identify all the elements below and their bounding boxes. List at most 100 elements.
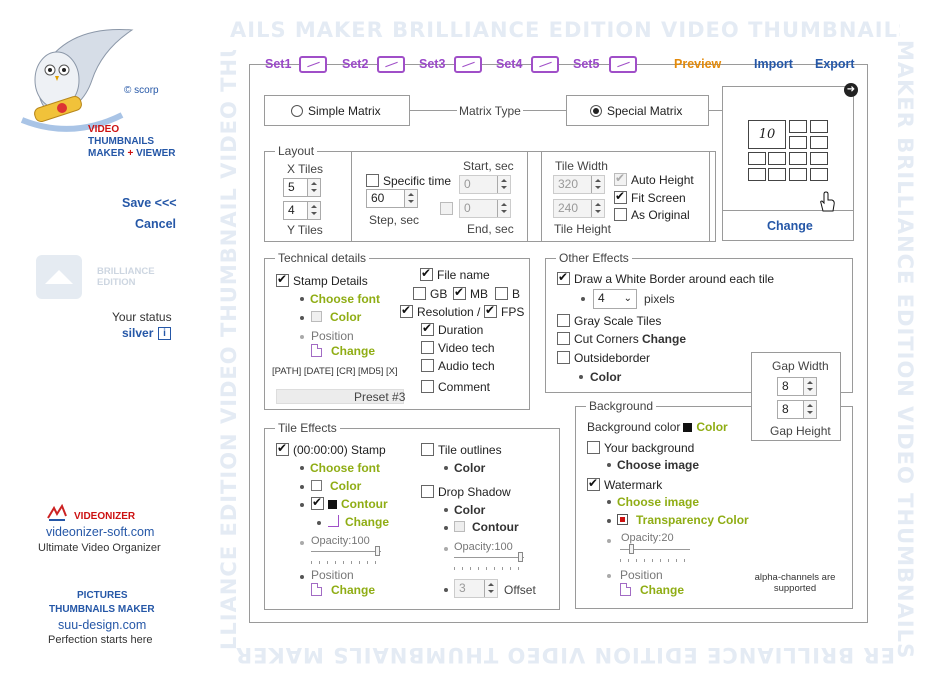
shadow-contour-row[interactable]: Contour <box>454 520 519 534</box>
b-checkbox[interactable] <box>495 287 508 300</box>
set4-thumb-icon[interactable] <box>531 56 559 73</box>
fps-row[interactable]: FPS <box>484 303 524 319</box>
gap-height-arrows-icon[interactable] <box>803 401 816 418</box>
bg-color-swatch[interactable] <box>683 423 693 432</box>
status-info-icon[interactable]: i <box>158 327 171 340</box>
x-tiles-arrows-icon[interactable] <box>307 179 320 196</box>
stamp-details-checkbox[interactable] <box>276 272 289 287</box>
special-matrix-option[interactable]: Special Matrix <box>566 95 709 126</box>
video-tech-row[interactable]: Video tech <box>421 341 495 355</box>
set2-thumb-icon[interactable] <box>377 56 405 73</box>
cut-corners-row[interactable]: Cut Corners <box>557 332 639 346</box>
end-arrows-icon[interactable] <box>497 200 510 217</box>
tab-set4[interactable]: Set4 <box>496 57 523 71</box>
set1-thumb-icon[interactable] <box>299 56 327 73</box>
y-tiles-spinner[interactable]: 4 <box>283 201 321 220</box>
tile-choose-font-button[interactable]: Choose font <box>310 461 380 475</box>
shadow-color-button[interactable]: Color <box>454 503 486 517</box>
matrix-change-button[interactable]: Change <box>767 219 813 233</box>
tile-height-spinner[interactable]: 240 <box>553 199 605 218</box>
gap-width-arrows-icon[interactable] <box>803 378 816 395</box>
offset-arrows-icon[interactable] <box>484 580 497 597</box>
shadow-contour-swatch[interactable] <box>454 521 465 532</box>
cut-corners-change-button[interactable]: Change <box>642 332 687 346</box>
outsideborder-color-button[interactable]: Color <box>590 370 622 384</box>
gap-width-spinner[interactable]: 8 <box>777 377 817 396</box>
tile-color-button[interactable]: Color <box>330 479 362 493</box>
shadow-contour-button[interactable]: Contour <box>472 520 519 534</box>
contour-checkbox[interactable] <box>311 495 324 510</box>
cancel-button[interactable]: Cancel <box>135 217 176 231</box>
as-original-checkbox[interactable] <box>614 208 627 221</box>
tab-import[interactable]: Import <box>754 57 793 71</box>
dropdown-chevron-icon[interactable]: ⌄ <box>623 293 632 304</box>
end-spinner[interactable]: 0 <box>459 199 511 218</box>
step-spinner[interactable]: 60 <box>366 189 418 208</box>
matrix-next-icon[interactable]: ➜ <box>844 83 858 97</box>
tile-outline-color-button[interactable]: Color <box>454 461 486 475</box>
special-matrix-radio[interactable] <box>590 105 602 117</box>
comment-row[interactable]: Comment <box>421 380 490 394</box>
tech-color-row[interactable]: Color <box>311 310 361 324</box>
contour-button[interactable]: Contour <box>341 497 388 511</box>
tile-height-arrows-icon[interactable] <box>591 200 604 217</box>
tech-change-row[interactable]: Change <box>311 344 375 358</box>
tile-outlines-checkbox[interactable] <box>421 443 434 456</box>
simple-matrix-row[interactable]: Simple Matrix <box>291 104 381 118</box>
watermark-row[interactable]: Watermark <box>587 476 662 492</box>
wm-opacity-thumb[interactable] <box>629 544 634 554</box>
audio-tech-checkbox[interactable] <box>421 359 434 372</box>
specific-time-row[interactable]: Specific time <box>366 174 451 188</box>
gray-scale-row[interactable]: Gray Scale Tiles <box>557 314 661 328</box>
simple-matrix-option[interactable]: Simple Matrix <box>264 95 410 126</box>
duration-row[interactable]: Duration <box>421 321 483 337</box>
tab-set3[interactable]: Set3 <box>419 57 446 71</box>
border-width-select[interactable]: 4⌄ <box>593 289 637 309</box>
end-checkbox[interactable] <box>440 202 453 215</box>
wm-choose-image-button[interactable]: Choose image <box>617 495 700 509</box>
step-arrows-icon[interactable] <box>404 190 417 207</box>
outsideborder-checkbox[interactable] <box>557 351 570 364</box>
video-tech-checkbox[interactable] <box>421 341 434 354</box>
tab-set5[interactable]: Set5 <box>573 57 600 71</box>
tile-width-arrows-icon[interactable] <box>591 176 604 193</box>
contour-change-button[interactable]: Change <box>345 515 390 529</box>
tile-color-row[interactable]: Color <box>311 479 361 493</box>
file-name-row[interactable]: File name <box>420 266 490 282</box>
y-tiles-arrows-icon[interactable] <box>307 202 320 219</box>
status-value[interactable]: silver <box>122 326 154 340</box>
start-arrows-icon[interactable] <box>497 176 510 193</box>
special-matrix-row[interactable]: Special Matrix <box>590 104 682 118</box>
wm-position-change-button[interactable]: Change <box>640 583 685 597</box>
bg-color-button[interactable]: Color <box>696 420 728 434</box>
resolution-row[interactable]: Resolution / <box>400 303 480 319</box>
tile-color-swatch[interactable] <box>311 480 322 491</box>
b-row[interactable]: B <box>495 287 520 301</box>
tech-color-swatch[interactable] <box>311 311 322 322</box>
white-border-checkbox[interactable] <box>557 270 570 285</box>
preset-box[interactable] <box>276 389 404 404</box>
gb-checkbox[interactable] <box>413 287 426 300</box>
mb-checkbox[interactable] <box>453 285 466 300</box>
audio-tech-row[interactable]: Audio tech <box>421 359 495 373</box>
gb-row[interactable]: GB <box>413 287 447 301</box>
as-original-row[interactable]: As Original <box>614 208 690 222</box>
matrix-preview[interactable]: ➜ 10 Change <box>722 83 858 241</box>
auto-height-row[interactable]: Auto Height <box>614 171 694 187</box>
fit-screen-row[interactable]: Fit Screen <box>614 189 686 205</box>
tech-color-button[interactable]: Color <box>330 310 362 324</box>
comment-checkbox[interactable] <box>421 380 434 393</box>
specific-time-checkbox[interactable] <box>366 174 379 187</box>
wm-change-row[interactable]: Change <box>620 583 684 597</box>
tab-export[interactable]: Export <box>815 57 855 71</box>
stamp-details-row[interactable]: Stamp Details <box>276 272 368 288</box>
videonizer-link[interactable]: videonizer-soft.com <box>46 525 155 539</box>
shadow-opacity-thumb[interactable] <box>518 552 523 562</box>
tile-position-change-button[interactable]: Change <box>331 583 376 597</box>
transparency-row[interactable]: Transparency Color <box>617 513 749 527</box>
gap-height-spinner[interactable]: 8 <box>777 400 817 419</box>
stamp-row[interactable]: (00:00:00) Stamp <box>276 441 386 457</box>
tech-choose-font-button[interactable]: Choose font <box>310 292 380 306</box>
save-button[interactable]: Save <<< <box>122 196 177 210</box>
